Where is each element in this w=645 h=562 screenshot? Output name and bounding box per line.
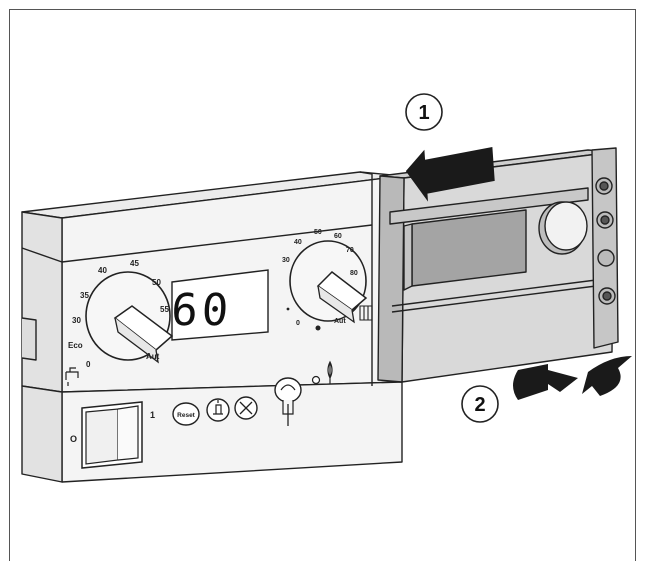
right-dial-aut-label: Aut — [334, 318, 346, 325]
module-lcd-screen — [411, 209, 527, 287]
step-marker-2: 2 — [461, 385, 499, 423]
module-button-4[interactable] — [598, 287, 616, 305]
chimney-sweep-button[interactable] — [206, 398, 230, 422]
push-arrow-left — [513, 364, 578, 400]
right-dial-scale-70: 70 — [346, 247, 354, 254]
left-dial-scale-35: 35 — [80, 291, 89, 300]
heating-dial-indicator-icon — [315, 325, 321, 331]
push-arrow-right — [582, 356, 632, 396]
chimney-sweep-icon — [213, 400, 223, 415]
switch-on-label: 1 — [150, 410, 155, 420]
step-marker-2-label: 2 — [474, 394, 485, 416]
wrench-cross-icon — [239, 401, 253, 415]
module-side-face — [377, 175, 405, 383]
pressure-gauge — [274, 377, 302, 426]
heating-dial-dot-icon — [286, 307, 290, 311]
panel-left-notch — [21, 317, 37, 361]
module-upper-frame — [389, 187, 589, 225]
controller-module — [377, 147, 619, 383]
function-buttons: Reset — [172, 360, 333, 426]
hot-water-tap-icon — [65, 367, 79, 386]
panel-side-face — [21, 211, 63, 393]
right-dial-scale-0: 0 — [296, 320, 300, 327]
slide-direction-arrow — [405, 146, 495, 202]
left-dial-scale-45: 45 — [130, 259, 139, 268]
diagram-frame — [9, 9, 636, 561]
flame-icon — [327, 360, 333, 384]
left-dial-scale-0: 0 — [86, 360, 91, 369]
status-lamp-icon — [311, 375, 321, 385]
main-switch[interactable]: O 1 — [70, 401, 155, 469]
switch-off-label: O — [70, 434, 77, 444]
panel-lower-side — [21, 385, 63, 483]
module-button-1[interactable] — [595, 177, 613, 195]
reset-button-label: Reset — [177, 412, 196, 419]
right-dial-scale-40: 40 — [294, 239, 302, 246]
left-dial-aut-label: Aut — [146, 352, 160, 361]
module-divider-line — [391, 279, 597, 307]
module-rotary-knob[interactable] — [538, 201, 588, 255]
step-marker-1-label: 1 — [418, 102, 429, 124]
module-button-3[interactable] — [597, 249, 615, 267]
hot-water-dial[interactable]: 0 30 35 40 45 50 55 Eco Aut — [65, 259, 174, 386]
radiator-icon — [359, 305, 373, 321]
heating-dial[interactable]: 0 30 40 50 60 70 80 Aut — [282, 229, 373, 331]
panel-band-line — [61, 224, 373, 263]
left-dial-scale-40: 40 — [98, 266, 107, 275]
pressure-gauge-icon — [280, 384, 296, 391]
left-dial-scale-30: 30 — [72, 316, 81, 325]
left-dial-scale-55: 55 — [160, 305, 169, 314]
left-dial-eco-label: Eco — [68, 341, 83, 350]
right-dial-scale-80: 80 — [350, 270, 358, 277]
display-value: 60 — [170, 285, 234, 336]
temperature-display: 60 — [170, 269, 269, 341]
left-dial-scale-50: 50 — [152, 278, 161, 287]
service-button[interactable] — [234, 396, 258, 420]
step-marker-1: 1 — [405, 93, 443, 131]
right-dial-scale-50: 50 — [314, 229, 322, 236]
panel-band-line-2 — [21, 247, 63, 263]
reset-button[interactable]: Reset — [172, 402, 200, 426]
module-divider-line-2 — [391, 285, 597, 313]
right-dial-scale-60: 60 — [334, 233, 342, 240]
module-button-2[interactable] — [596, 211, 614, 229]
right-dial-scale-30: 30 — [282, 257, 290, 264]
push-direction-arrows — [513, 356, 632, 400]
